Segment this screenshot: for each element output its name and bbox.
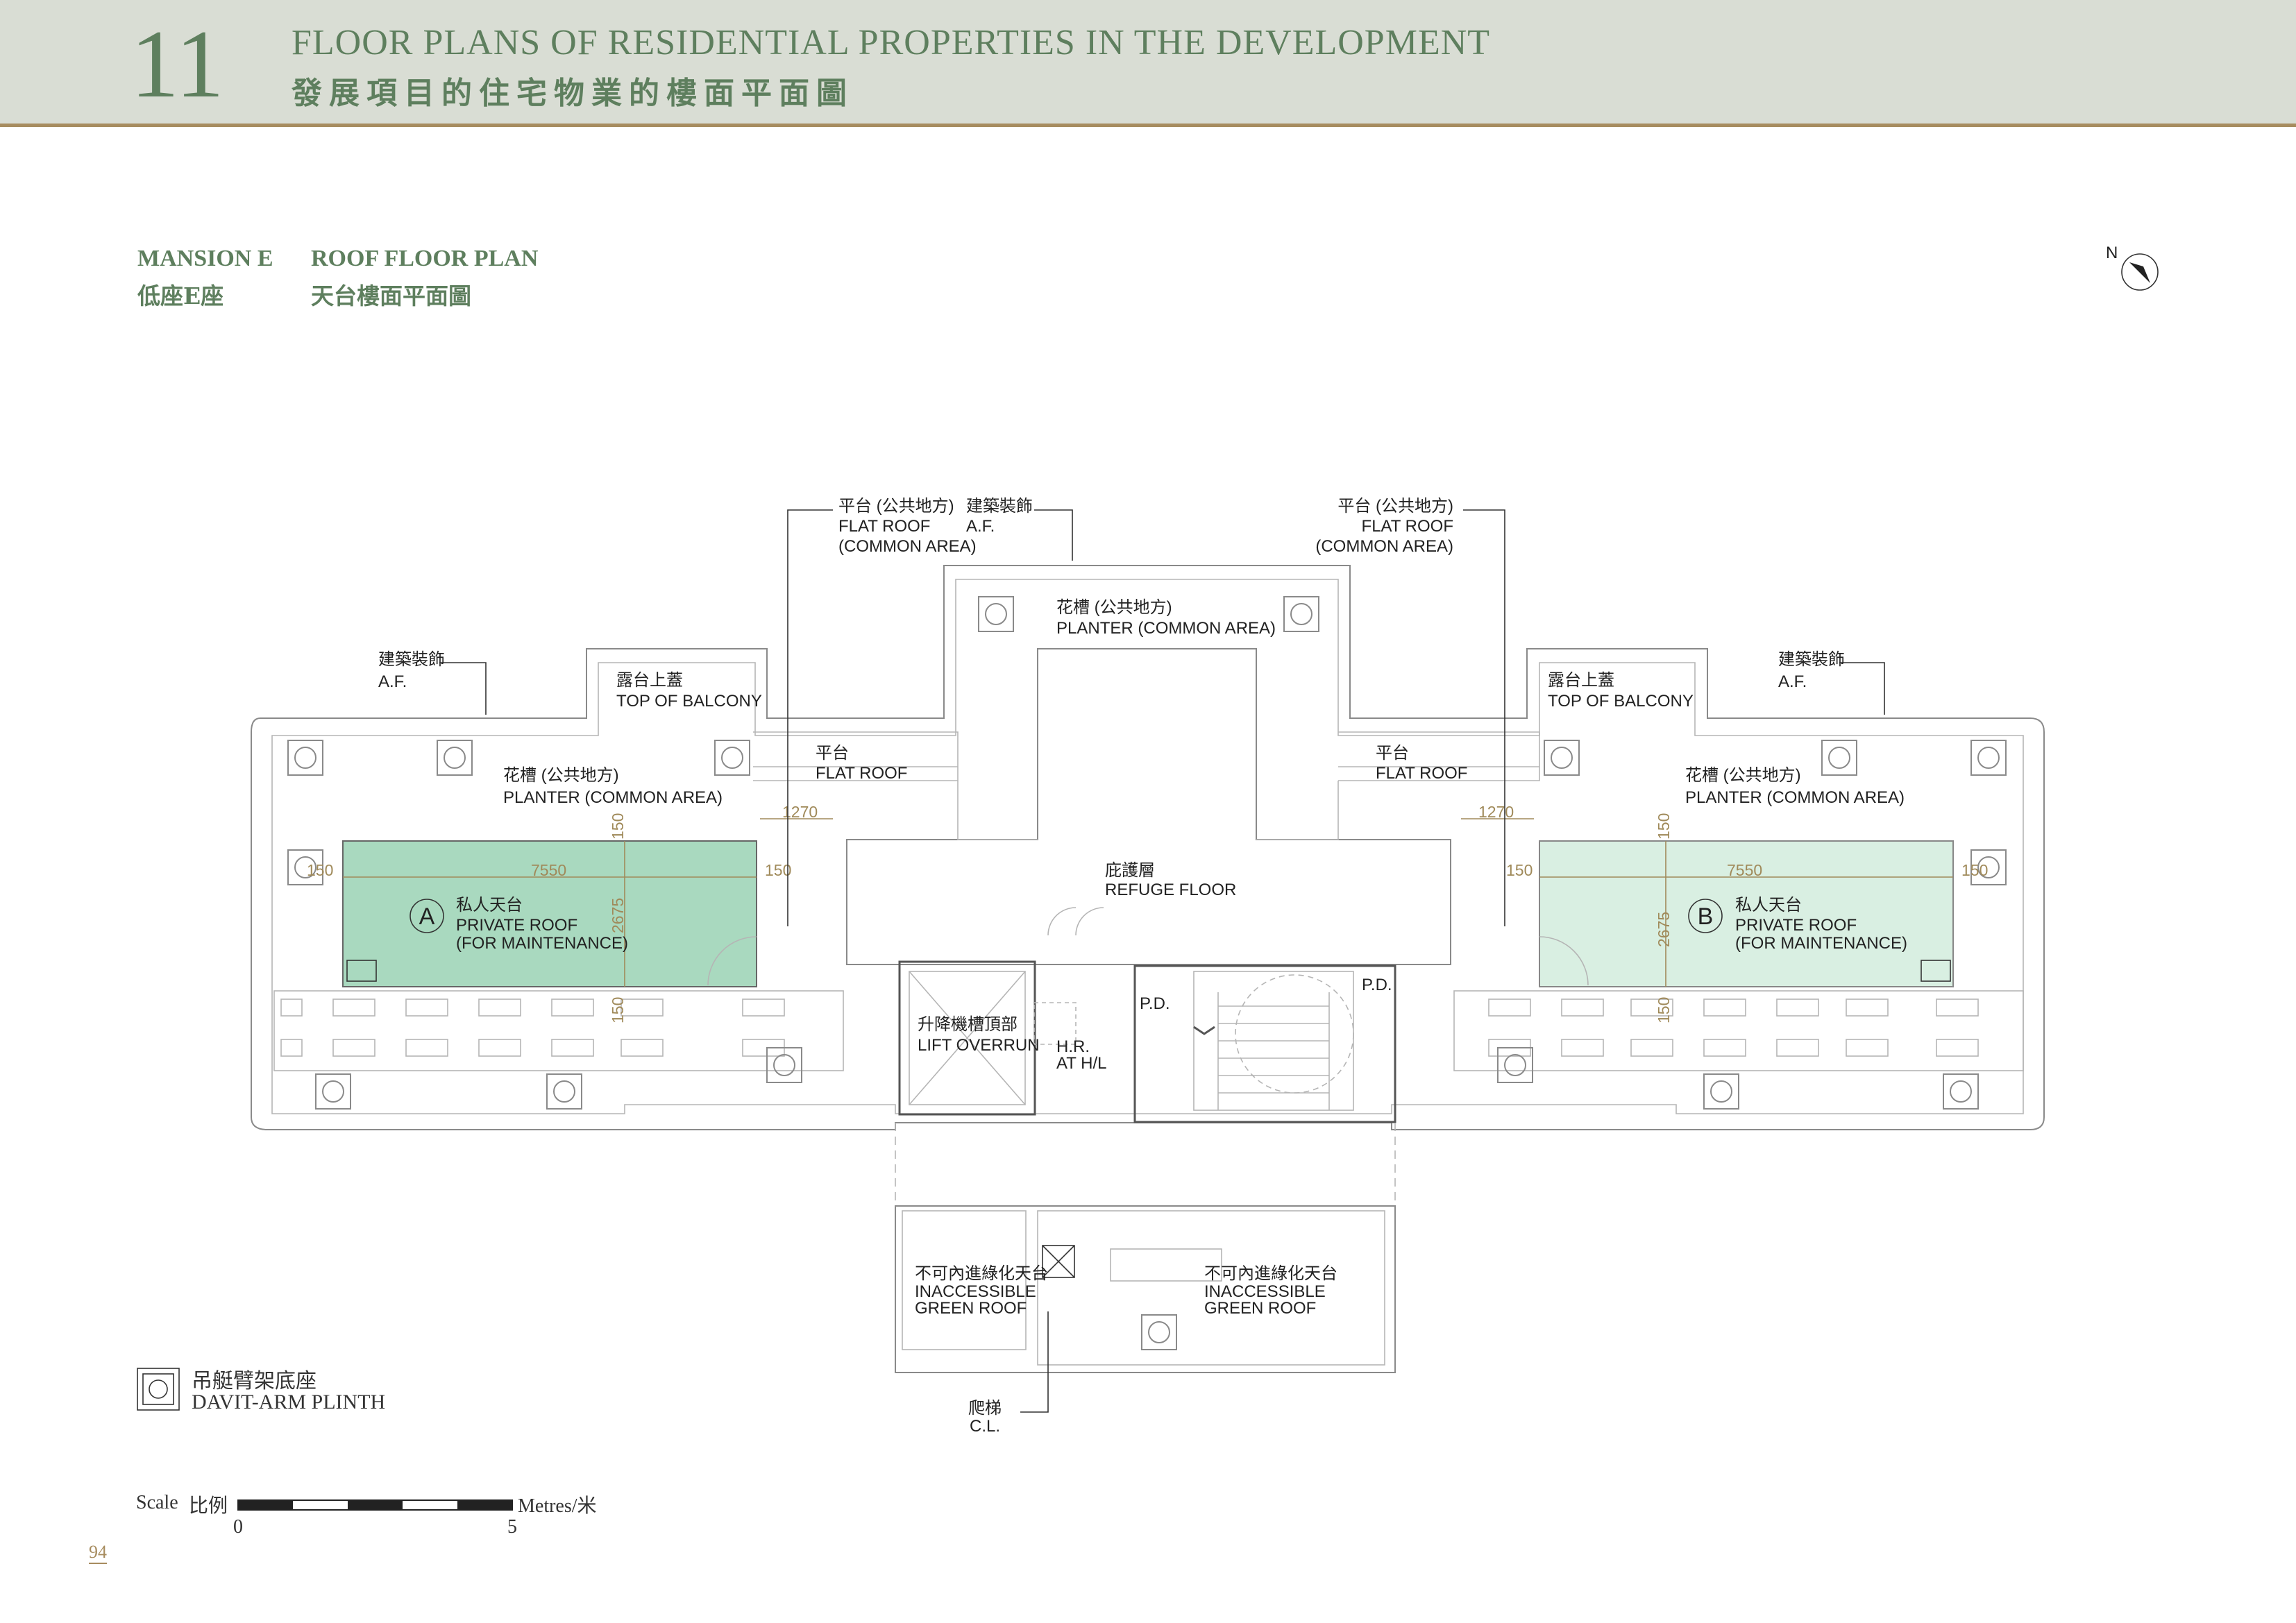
davit-arm-plinth-legend-icon [137,1368,180,1411]
flat-a-marker [410,899,444,933]
af-left-en: A.F. [378,672,407,691]
green-roof-left-zh: 不可內進綠化天台 [915,1264,1048,1283]
floor-title-en: ROOF FLOOR PLAN [311,246,539,271]
stair-core [1133,965,1396,1123]
dim-150-a-bottom: 150 [609,997,627,1023]
mansion-title-zh: 低座E座 [137,282,224,309]
planter-right-zh: 花槽 (公共地方) [1685,766,1801,785]
private-roof-b-note: (FOR MAINTENANCE) [1735,934,1907,953]
flat-roof-left-zh: 平台 (公共地方) [838,497,954,516]
floor-title-zh: 天台樓面平面圖 [311,282,471,309]
green-roof-left-en1: INACCESSIBLE [915,1282,1036,1301]
top-balcony-left-zh: 露台上蓋 [616,671,683,690]
dim-150-b-right: 150 [1961,861,1988,879]
dim-150-b-top: 150 [1655,813,1673,840]
af-top-en: A.F. [966,517,995,536]
north-label: N [2106,244,2118,262]
chapter-header: 11 FLOOR PLANS OF RESIDENTIAL PROPERTIES… [0,0,2296,127]
mansion-title-en: MANSION E [137,246,273,271]
chapter-number: 11 [130,10,224,118]
green-roof-right-en2: GREEN ROOF [1204,1299,1316,1318]
refuge-floor-zh: 庇護層 [1105,861,1155,880]
flat-roof-right-common: (COMMON AREA) [1315,537,1453,556]
hose-reel-label: H.R. [1056,1037,1090,1056]
hose-reel-height: AT H/L [1056,1054,1106,1073]
chapter-title-zh: 發展項目的住宅物業的樓面平面圖 [292,76,854,111]
planter-right-en: PLANTER (COMMON AREA) [1685,788,1905,807]
scale-unit: Metres/米 [518,1495,597,1517]
refuge-floor-en: REFUGE FLOOR [1105,881,1236,899]
af-top-zh: 建築裝飾 [966,497,1033,516]
legend-label-zh: 吊艇臂架底座 [192,1370,316,1393]
green-roof-right-en1: INACCESSIBLE [1204,1282,1326,1301]
planter-left-en: PLANTER (COMMON AREA) [503,788,723,807]
pipe-duct-right: P.D. [1362,976,1392,994]
dim-150-b-bottom: 150 [1655,997,1673,1023]
legend-label-en: DAVIT-ARM PLINTH [192,1391,386,1413]
scale-start: 0 [233,1516,243,1538]
private-roof-a-en: PRIVATE ROOF [456,916,577,935]
private-roof-b-en: PRIVATE ROOF [1735,916,1857,935]
flat-b-marker [1688,899,1723,933]
private-roof-b-zh: 私人天台 [1735,896,1802,915]
dim-150-a-right: 150 [765,861,791,879]
scale-label-zh: 比例 [189,1495,228,1517]
scale-bar [237,1499,513,1511]
lift-overrun-zh: 升降機槽頂部 [918,1015,1018,1034]
flat-roof-right-zh: 平台 (公共地方) [1337,497,1453,516]
top-balcony-right-zh: 露台上蓋 [1548,671,1614,690]
dim-2675-b: 2675 [1655,912,1673,947]
flat-b-label: B [1698,903,1714,930]
green-roof-right-zh: 不可內進綠化天台 [1204,1264,1337,1283]
dim-150-b-left: 150 [1506,861,1533,879]
flat-roof-mid-right-en: FLAT ROOF [1376,764,1467,783]
dim-150-a-top: 150 [609,813,627,840]
private-roof-a-zh: 私人天台 [456,896,523,915]
inaccessible-green-roof [895,1205,1396,1373]
cat-ladder-zh: 爬梯 [968,1399,1002,1418]
planter-top-zh: 花槽 (公共地方) [1056,598,1172,617]
flat-roof-mid-left-zh: 平台 [816,744,849,763]
lift-overrun [898,960,1036,1116]
dim-1270-right: 1270 [1478,803,1514,821]
building-outline [251,565,2045,1130]
scale-end: 5 [507,1516,517,1538]
flat-roof-mid-left-en: FLAT ROOF [816,764,907,783]
davit-arm-plinths [287,596,2007,1350]
dim-150-a-left: 150 [307,861,333,879]
pipe-duct-left: P.D. [1140,994,1170,1013]
flat-roof-right-en: FLAT ROOF [1362,517,1453,536]
af-right-zh: 建築裝飾 [1778,650,1845,669]
af-right-en: A.F. [1778,672,1807,691]
flat-roof-left-common: (COMMON AREA) [838,537,977,556]
planter-left-zh: 花槽 (公共地方) [503,766,619,785]
lift-overrun-en: LIFT OVERRUN [918,1036,1040,1055]
planter-top-en: PLANTER (COMMON AREA) [1056,619,1276,638]
flat-roof-left-en: FLAT ROOF [838,517,930,536]
chapter-title-en: FLOOR PLANS OF RESIDENTIAL PROPERTIES IN… [292,23,1491,62]
dim-2675-a: 2675 [609,898,627,933]
private-roof-a-area [342,840,757,987]
private-roof-b-area [1539,840,1954,987]
cat-ladder-en: C.L. [970,1417,1000,1436]
af-left-zh: 建築裝飾 [378,650,445,669]
flat-roof-mid-right-zh: 平台 [1376,744,1409,763]
page-number: 94 [89,1542,107,1564]
dim-7550-right: 7550 [1727,861,1762,879]
private-roof-a-note: (FOR MAINTENANCE) [456,934,628,953]
north-arrow-icon: N [2106,244,2159,291]
green-roof-left-en2: GREEN ROOF [915,1299,1027,1318]
flat-a-label: A [419,903,435,930]
dim-7550-left: 7550 [531,861,566,879]
top-balcony-right-en: TOP OF BALCONY [1548,692,1694,711]
top-balcony-left-en: TOP OF BALCONY [616,692,762,711]
scale-label-en: Scale [136,1492,178,1513]
